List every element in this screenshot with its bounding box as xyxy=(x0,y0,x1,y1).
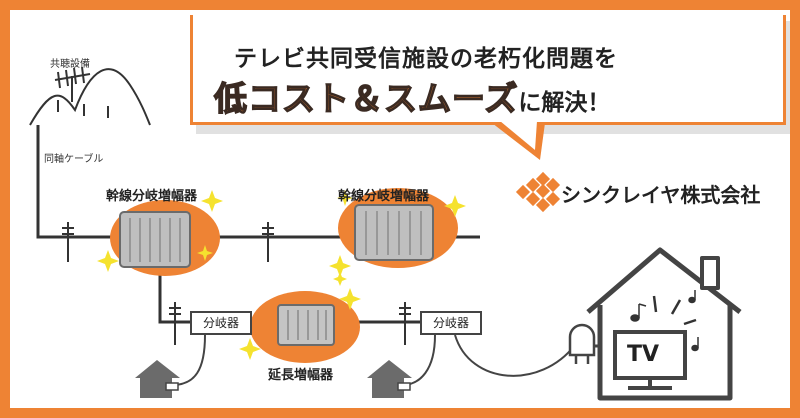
trunk-amp-label-2: 幹線分岐増幅器 xyxy=(338,189,430,204)
headline-line-2: 低コスト＆スムーズに解決！ xyxy=(213,72,611,120)
house-icon xyxy=(586,247,742,401)
feeder-cable xyxy=(158,255,480,324)
drop-cable xyxy=(454,334,576,377)
headline-line-1: テレビ共同受信施設の老朽化問題を xyxy=(234,46,618,72)
coax-cable-label: 同軸ケーブル xyxy=(44,154,104,165)
small-house-icon xyxy=(135,360,180,398)
music-note-icon xyxy=(630,290,699,352)
hills-outline xyxy=(29,68,151,126)
tv-label: TV xyxy=(627,342,660,367)
trunk-amplifier-1-icon xyxy=(119,211,191,268)
trunk-amplifier-2-icon xyxy=(354,204,434,261)
wall-plug-icon xyxy=(568,323,600,364)
headline-emphasis: 低コスト＆スムーズ xyxy=(213,78,519,119)
extension-amp-label: 延長増幅器 xyxy=(268,368,334,383)
sparkle-icons xyxy=(97,190,466,360)
trunk-cable xyxy=(36,125,480,239)
trunk-amp-label-1: 幹線分岐増幅器 xyxy=(106,189,198,204)
headline-suffix: に解決！ xyxy=(518,90,611,116)
hill-posts xyxy=(57,100,109,118)
speech-bubble xyxy=(190,15,786,125)
utility-poles xyxy=(62,222,411,345)
antenna-icon xyxy=(54,66,91,102)
brand-name: シンクレイヤ株式会社 xyxy=(561,183,761,207)
extension-amplifier-icon xyxy=(277,304,335,346)
small-house-icon xyxy=(367,360,412,398)
sound-lines-icon xyxy=(652,295,697,326)
shared-reception-label: 共聴設備 xyxy=(50,59,90,70)
brand-logo-icon xyxy=(515,171,561,213)
tv-icon xyxy=(613,330,687,390)
splitter-box-1: 分岐器 xyxy=(190,311,252,335)
splitter-box-2: 分岐器 xyxy=(420,311,482,335)
